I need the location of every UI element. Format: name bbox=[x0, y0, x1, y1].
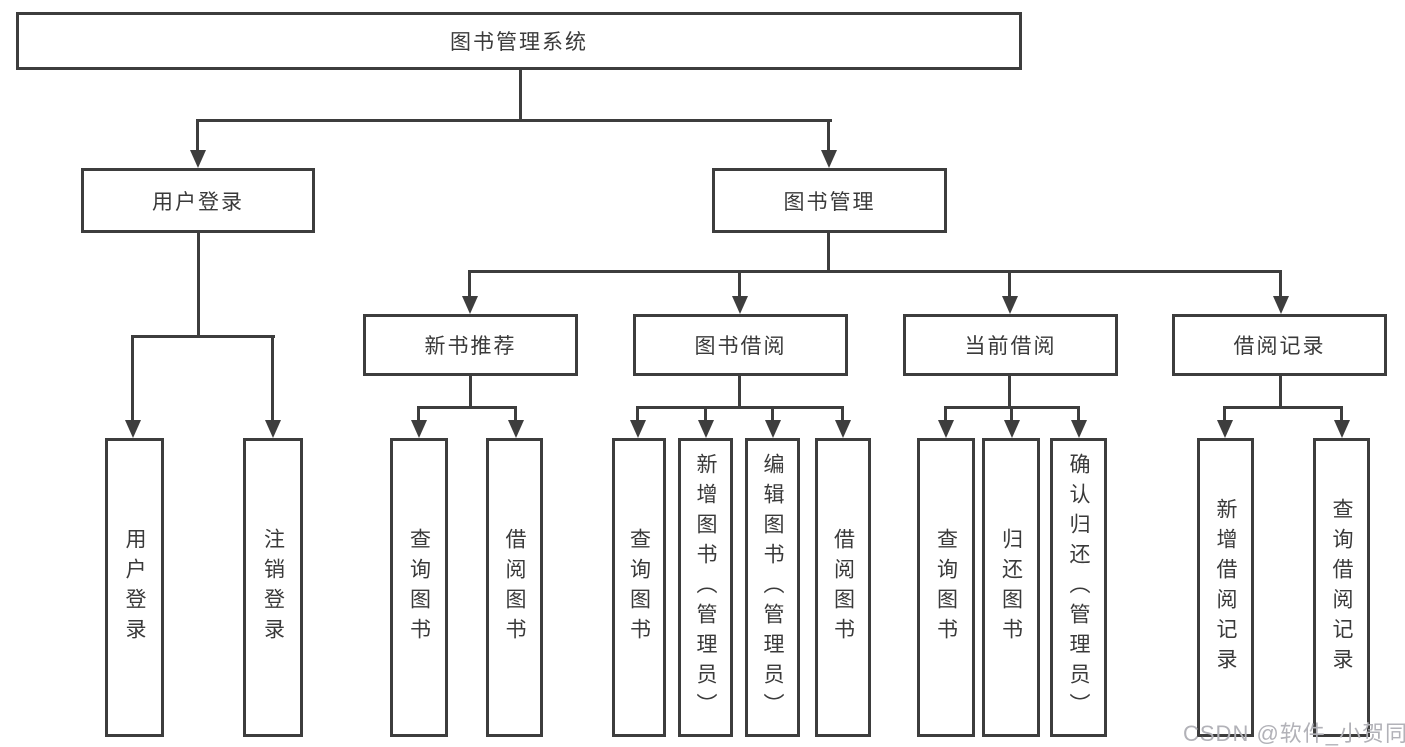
arrow-down-icon bbox=[190, 150, 206, 168]
connector-line bbox=[944, 407, 947, 424]
leaf-query-books-recommend: 查询图书 bbox=[390, 438, 448, 737]
connector-line bbox=[131, 336, 134, 423]
leaf-add-book-admin: 新增图书（管理员） bbox=[678, 438, 733, 737]
connector-line bbox=[636, 406, 844, 409]
node-new-book-recommend: 新书推荐 bbox=[363, 314, 578, 376]
node-library-management-system: 图书管理系统 bbox=[16, 12, 1022, 70]
leaf-query-books-borrow: 查询图书 bbox=[612, 438, 666, 737]
leaf-logout: 注销登录 bbox=[243, 438, 303, 737]
connector-line bbox=[196, 119, 832, 122]
connector-line bbox=[1223, 406, 1343, 409]
arrow-down-icon bbox=[125, 420, 141, 438]
connector-line bbox=[1279, 376, 1282, 408]
connector-line bbox=[841, 407, 844, 424]
arrow-down-icon bbox=[1334, 420, 1350, 438]
node-book-borrowing: 图书借阅 bbox=[633, 314, 848, 376]
connector-line bbox=[1008, 271, 1011, 298]
arrow-down-icon bbox=[1071, 420, 1087, 438]
connector-line bbox=[271, 336, 274, 423]
connector-line bbox=[1340, 407, 1343, 424]
node-book-management: 图书管理 bbox=[712, 168, 947, 233]
arrow-down-icon bbox=[1217, 420, 1233, 438]
leaf-add-borrow-record: 新增借阅记录 bbox=[1197, 438, 1254, 737]
leaf-borrow-books-recommend: 借阅图书 bbox=[486, 438, 543, 737]
connector-line bbox=[827, 120, 830, 153]
arrow-down-icon bbox=[265, 420, 281, 438]
arrow-down-icon bbox=[411, 420, 427, 438]
connector-line bbox=[519, 70, 522, 121]
connector-line bbox=[468, 270, 1282, 273]
connector-line bbox=[417, 406, 517, 409]
connector-line bbox=[469, 376, 472, 408]
node-current-borrowing: 当前借阅 bbox=[903, 314, 1118, 376]
connector-line bbox=[1010, 407, 1013, 424]
connector-line bbox=[131, 335, 275, 338]
connector-line bbox=[1008, 376, 1011, 408]
node-user-login: 用户登录 bbox=[81, 168, 315, 233]
connector-line bbox=[738, 271, 741, 298]
leaf-return-book: 归还图书 bbox=[982, 438, 1040, 737]
connector-line bbox=[771, 407, 774, 424]
connector-line bbox=[704, 407, 707, 424]
connector-line bbox=[514, 407, 517, 424]
leaf-edit-book-admin: 编辑图书（管理员） bbox=[745, 438, 800, 737]
leaf-confirm-return-admin: 确认归还（管理员） bbox=[1050, 438, 1107, 737]
connector-line bbox=[1077, 407, 1080, 424]
arrow-down-icon bbox=[698, 420, 714, 438]
arrow-down-icon bbox=[732, 296, 748, 314]
leaf-query-borrow-record: 查询借阅记录 bbox=[1313, 438, 1370, 737]
connector-line bbox=[196, 120, 199, 153]
arrow-down-icon bbox=[1273, 296, 1289, 314]
arrow-down-icon bbox=[462, 296, 478, 314]
arrow-down-icon bbox=[765, 420, 781, 438]
arrow-down-icon bbox=[1002, 296, 1018, 314]
connector-line bbox=[636, 407, 639, 424]
leaf-user-login: 用户登录 bbox=[105, 438, 164, 737]
leaf-borrow-books: 借阅图书 bbox=[815, 438, 871, 737]
arrow-down-icon bbox=[1004, 420, 1020, 438]
leaf-query-books-current: 查询图书 bbox=[917, 438, 975, 737]
connector-line bbox=[1223, 407, 1226, 424]
arrow-down-icon bbox=[938, 420, 954, 438]
connector-line bbox=[1279, 271, 1282, 298]
arrow-down-icon bbox=[508, 420, 524, 438]
arrow-down-icon bbox=[835, 420, 851, 438]
arrow-down-icon bbox=[821, 150, 837, 168]
csdn-watermark: CSDN @软件_小贺同学 bbox=[1183, 721, 1405, 746]
connector-line bbox=[827, 233, 830, 272]
node-borrowing-records: 借阅记录 bbox=[1172, 314, 1387, 376]
connector-line bbox=[197, 233, 200, 337]
arrow-down-icon bbox=[630, 420, 646, 438]
connector-line bbox=[417, 407, 420, 424]
connector-line bbox=[468, 271, 471, 298]
connector-line bbox=[738, 376, 741, 408]
